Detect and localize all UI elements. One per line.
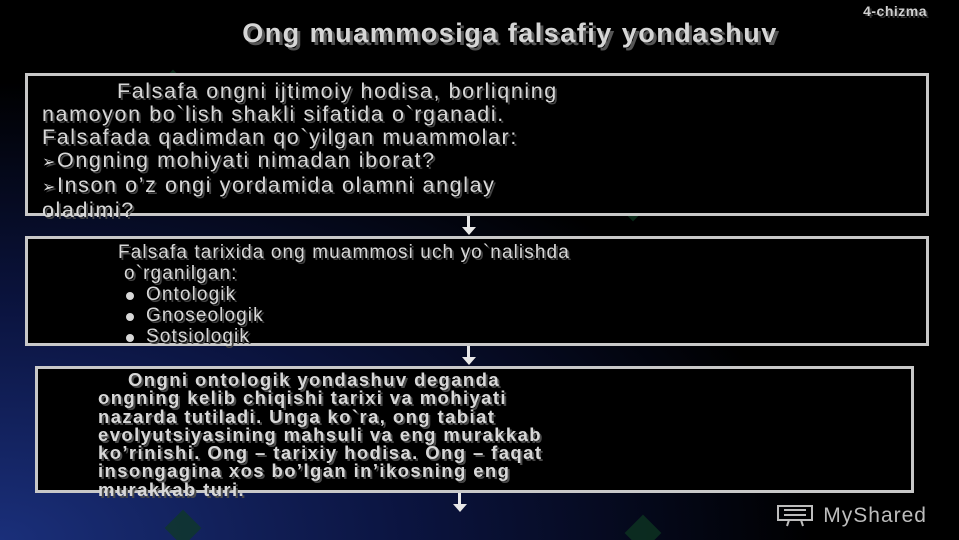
ontological-box: Ongni ontologik yondashuv deganda ongnin… (35, 366, 914, 499)
myshared-logo-icon (777, 505, 814, 527)
list-item: Gnoseologik (122, 305, 912, 326)
arrow-down-icon (453, 493, 467, 513)
definition-line: Falsafa ongni ijtimoiy hodisa, borliqnin… (117, 79, 558, 103)
directions-box: Falsafa tarixida ong muammosi uch yo`nal… (25, 236, 929, 347)
question-item: ➢Inson o’z ongi yordamida olamni anglay (42, 173, 496, 197)
definition-line: Falsafada qadimdan qo`yilgan muammolar: (42, 125, 518, 149)
ontological-line: Ongni ontologik yondashuv deganda (128, 369, 501, 390)
arrow-down-icon (462, 216, 476, 236)
ontological-line: nazarda tutiladi. Unga ko`ra, ong tabiat (98, 405, 496, 427)
directions-intro: Falsafa tarixida ong muammosi uch yo`nal… (118, 242, 570, 263)
list-item: Ontologik (122, 284, 912, 305)
list-item: Sotsiologik (122, 326, 912, 347)
arrow-bullet-icon: ➢ (42, 154, 58, 171)
ontological-line: evolyutsiyasining mahsuli va eng murakka… (98, 423, 542, 445)
definition-line: namoyon bo`lish shakli sifatida o`rganad… (42, 102, 505, 126)
arrow-bullet-icon: ➢ (42, 179, 58, 196)
slide-number-tag: 4-chizma (863, 3, 927, 19)
brand-name: MyShared (823, 504, 927, 527)
watermark-diamond (624, 514, 662, 540)
ontological-line: ongning kelib chiqishi tarixi va mohiyat… (98, 387, 507, 409)
definition-box: Falsafa ongni ijtimoiy hodisa, borliqnin… (25, 73, 929, 222)
ontological-line: insongagina xos bo’lgan in’ikosning eng (98, 460, 511, 482)
directions-intro: o`rganilgan: (124, 263, 238, 284)
question-item: ➢Ongning mohiyati nimadan iborat? (42, 148, 436, 172)
ontological-line: murakkab turi. (98, 478, 246, 500)
directions-list: Ontologik Gnoseologik Sotsiologik (42, 284, 912, 347)
ontological-line: ko’rinishi. Ong – tarixiy hodisa. Ong – … (98, 442, 543, 464)
brand-watermark: MyShared (775, 504, 927, 528)
watermark-diamond (164, 509, 202, 540)
slide-title: Ong muammosiga falsafiy yondashuv (242, 18, 778, 48)
arrow-down-icon (462, 346, 476, 366)
question-item-continued: oladimi? (42, 198, 135, 222)
